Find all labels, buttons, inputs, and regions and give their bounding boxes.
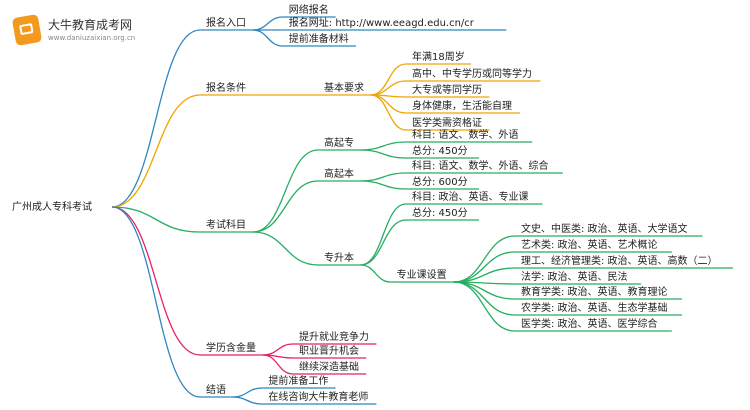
logo-title: 大牛教育成考网 [48,18,133,32]
leaf-link [360,149,407,159]
leaf-link [370,94,407,131]
child-link [252,231,319,266]
child-link [232,387,263,398]
leaf-link [360,180,407,190]
leaf-link [360,219,407,266]
child-link [252,149,319,233]
child-node: 专升本 [324,251,354,264]
logo-url: www.daniuzaixian.org.cn [48,34,136,42]
leaf-link [370,63,407,96]
leaf-link [360,203,407,266]
leaf-node: 大专或等同学历 [412,83,482,96]
subleaf-node: 法学: 政治、英语、民法 [521,270,628,283]
child-node: 网络报名 [289,3,329,16]
branch-link [111,94,201,208]
leaf-node: 总分: 450分 [412,206,468,219]
child-link [252,16,283,31]
branch-node: 结语 [206,383,226,396]
leaf-node: 年满18周岁 [412,50,465,63]
child-link [232,396,263,405]
leaf-link [360,172,407,182]
child-link [262,354,294,375]
branch-node: 报名条件 [206,81,246,94]
child-node: 报名网址: http://www.eeagd.edu.cn/cr [289,16,475,29]
leaf-node: 科目: 政治、英语、专业课 [412,190,529,203]
leaf-link [370,94,407,114]
leaf-node: 专业课设置 [397,268,447,281]
subleaf-link [453,281,516,332]
child-link [262,343,294,356]
child-node: 基本要求 [324,81,364,94]
subleaf-node: 医学类: 政治、英语、医学综合 [521,317,658,330]
subleaf-node: 农学类: 政治、英语、生态学基础 [521,301,668,314]
child-node: 提前准备材料 [289,32,349,45]
leaf-link [370,80,407,96]
leaf-node: 科目: 语文、数学、外语、综合 [412,159,549,172]
child-node: 高起专 [324,136,354,149]
branch-link [111,206,201,233]
branch-link [111,206,201,356]
child-node: 在线咨询大牛教育老师 [268,390,368,403]
child-node: 继续深造基础 [299,360,359,373]
branch-node: 报名入口 [206,16,246,29]
child-node: 提前准备工作 [268,374,328,387]
leaf-node: 科目: 语文、数学、外语 [412,128,519,141]
leaf-node: 总分: 450分 [412,144,468,157]
leaf-link [360,141,407,151]
leaf-node: 总分: 600分 [412,175,468,188]
mind-map-root: 广州成人专科考试 [12,200,92,213]
branch-link [111,206,201,398]
branch-link [111,29,201,208]
leaf-node: 高中、中专学历或同等学力 [412,67,532,80]
branch-node: 考试科目 [206,218,246,231]
leaf-node: 身体健康，生活能自理 [412,99,512,112]
subleaf-link [453,251,516,283]
child-node: 高起本 [324,167,354,180]
child-node: 提升就业竞争力 [299,330,369,343]
leaf-node: 医学类需资格证 [412,116,482,129]
subleaf-node: 艺术类: 政治、英语、艺术概论 [521,238,658,251]
leaf-link [360,264,391,283]
child-node: 职业晋升机会 [299,344,359,357]
subleaf-node: 教育学类: 政治、英语、教育理论 [521,285,668,298]
subleaf-node: 文史、中医类: 政治、英语、大学语文 [521,222,688,235]
child-link [252,180,319,233]
site-logo: 大牛教育成考网 www.daniuzaixian.org.cn [10,12,170,52]
child-link [252,29,283,47]
mind-map-links [111,16,516,405]
branch-node: 学历含金量 [206,341,256,354]
subleaf-node: 理工、经济管理类: 政治、英语、高数（二） [521,254,718,267]
